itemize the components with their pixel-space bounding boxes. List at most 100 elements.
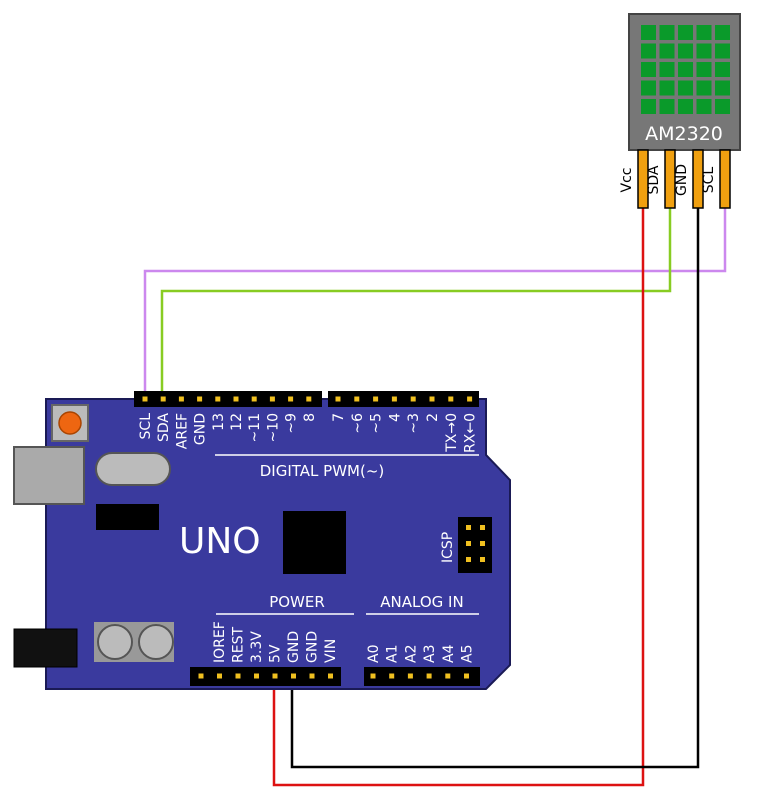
top-pin-label: 8 [302, 413, 318, 422]
sensor-grid [641, 25, 730, 114]
sensor-pin-label: Vcc [619, 168, 635, 193]
header-pin [254, 673, 259, 679]
bottom-pin-label: A5 [460, 645, 476, 663]
header-pin [407, 673, 413, 679]
icsp-header [458, 517, 492, 573]
top-pin-label: RX←0 [463, 413, 479, 453]
header-pin [215, 396, 221, 402]
header-pin [160, 396, 166, 402]
wire-scl [143, 207, 727, 393]
header-pin [391, 396, 397, 402]
sensor-grid-cell [659, 62, 675, 77]
crystal-oscillator [95, 452, 171, 486]
top-pin-label: ~6 [350, 413, 366, 434]
header-pin [467, 396, 473, 402]
top-pin-label: ~11 [247, 413, 263, 443]
bottom-pin-label: GND [286, 631, 302, 663]
top-pin-label: AREF [174, 413, 190, 449]
sensor-grid-cell [696, 62, 712, 77]
sensor-pin-vcc [637, 149, 649, 209]
icsp-pin [480, 557, 485, 562]
header-pin [309, 673, 315, 679]
top-pin-label: 2 [425, 413, 441, 422]
icsp-pin [466, 525, 471, 530]
sensor-pin-gnd [692, 149, 704, 209]
sensor-grid-cell [715, 25, 730, 40]
wires [143, 207, 727, 787]
capacitor-left [97, 624, 133, 660]
header-pin [410, 396, 416, 402]
header-pin [335, 396, 341, 402]
header-pin [142, 396, 148, 402]
header-pin [233, 396, 239, 402]
header-pin [197, 396, 203, 402]
header-pin [389, 673, 395, 679]
sensor-grid-cell [696, 43, 712, 59]
header-pin [464, 673, 469, 679]
wire-gnd [290, 207, 700, 769]
header-pin [445, 673, 451, 679]
bottom-pin-label: IOREF [212, 621, 228, 663]
top-pin-label: 4 [387, 413, 403, 422]
power-label: POWER [269, 593, 325, 611]
header-digital-left [134, 391, 322, 407]
icsp-pin [480, 525, 485, 530]
header-analog [364, 667, 480, 686]
sensor-grid-cell [659, 25, 675, 40]
sensor-grid-cell [678, 62, 693, 77]
regulator-chip [96, 504, 159, 530]
bottom-pin-label: A1 [385, 645, 401, 663]
dc-power-jack [13, 628, 78, 668]
sensor-grid-cell [641, 25, 656, 40]
top-pin-label: TX→0 [444, 413, 460, 453]
header-pin [370, 673, 376, 679]
sensor-grid-cell [696, 99, 712, 114]
icsp-pin [466, 557, 471, 562]
header-pin [269, 396, 275, 402]
sensor-grid-cell [659, 99, 675, 114]
header-pin [354, 396, 360, 402]
top-pin-label: ~3 [406, 413, 422, 434]
sensor-grid-cell [696, 80, 712, 96]
header-pin [178, 396, 184, 402]
sensor-grid-cell [641, 99, 656, 114]
top-pin-label: 7 [331, 413, 347, 422]
sensor-pin-scl [719, 149, 731, 209]
sensor-grid-cell [641, 62, 656, 77]
board-name: UNO [179, 521, 261, 562]
sensor-grid-cell [641, 80, 656, 96]
header-pins [142, 396, 473, 679]
bottom-pin-label: A3 [422, 645, 438, 663]
wire-sda [160, 207, 672, 393]
sensor-grid-cell [696, 25, 712, 40]
top-pin-label: 12 [229, 413, 245, 431]
sensor-grid-cell [678, 25, 693, 40]
header-power [190, 667, 341, 686]
sensor-grid-cell [641, 43, 656, 59]
sensor-pin-label: SCL [701, 167, 717, 194]
digital-label: DIGITAL PWM(~) [260, 462, 385, 480]
icsp-pins [466, 525, 485, 562]
header-pin [291, 673, 296, 679]
header-pin [328, 673, 333, 679]
wire-vcc [272, 207, 645, 787]
header-pin [251, 396, 257, 402]
header-pin [217, 673, 222, 679]
top-pin-label: ~5 [369, 413, 385, 434]
bottom-pin-label: VIN [323, 639, 339, 663]
sensor-grid-cell [715, 99, 730, 114]
usb-port [13, 446, 85, 505]
top-pin-label: ~10 [265, 413, 281, 443]
sensor-grid-cell [715, 43, 730, 59]
capacitor-right [138, 624, 174, 660]
header-pin [272, 673, 278, 679]
top-pin-label: SDA [156, 413, 172, 442]
header-pin [429, 396, 435, 402]
bottom-pin-label: A4 [441, 644, 457, 663]
